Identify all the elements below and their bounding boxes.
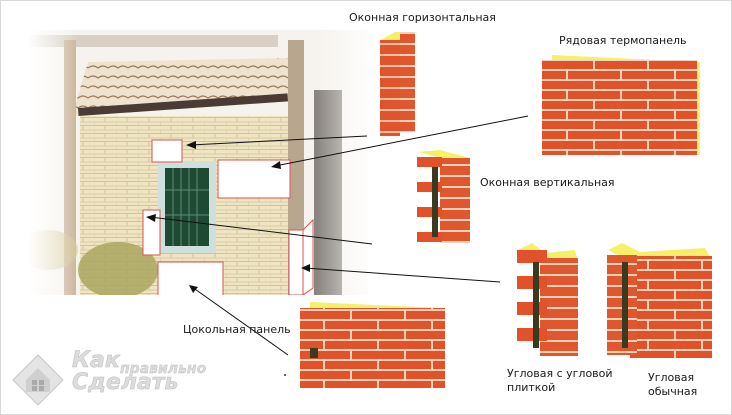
plinth-panel	[300, 302, 445, 388]
label-corner-regular: Угловая обычная	[648, 371, 697, 399]
label-corner-regular-line1: Угловая	[648, 371, 695, 384]
corner-panel-regular	[607, 243, 712, 358]
label-corner-with-tile-line2: плиткой	[507, 381, 556, 394]
house-photo	[28, 30, 368, 295]
arrow-heads	[146, 141, 310, 293]
label-plinth-panel: Цокольная панель	[183, 323, 291, 336]
watermark-line1: Как	[72, 348, 120, 373]
window-vertical-panel	[417, 150, 470, 243]
label-corner-with-tile-line1: Угловая с угловой	[507, 367, 613, 380]
label-window-horizontal: Оконная горизонтальная	[349, 11, 496, 24]
label-row-panel: Рядовая термопанель	[559, 34, 687, 47]
pointer-arrows	[149, 115, 529, 356]
watermark-line3: Сделать	[72, 370, 179, 395]
label-window-vertical: Оконная вертикальная	[480, 176, 615, 189]
label-corner-with-tile: Угловая с угловой плиткой	[507, 367, 613, 395]
label-corner-regular-line2: обычная	[648, 385, 698, 398]
window-horizontal-panel	[380, 32, 415, 136]
corner-panel-with-tile	[517, 243, 578, 356]
watermark-line2: правильно	[120, 361, 207, 377]
house-logo-icon	[12, 354, 64, 405]
row-thermopanel	[542, 55, 700, 155]
